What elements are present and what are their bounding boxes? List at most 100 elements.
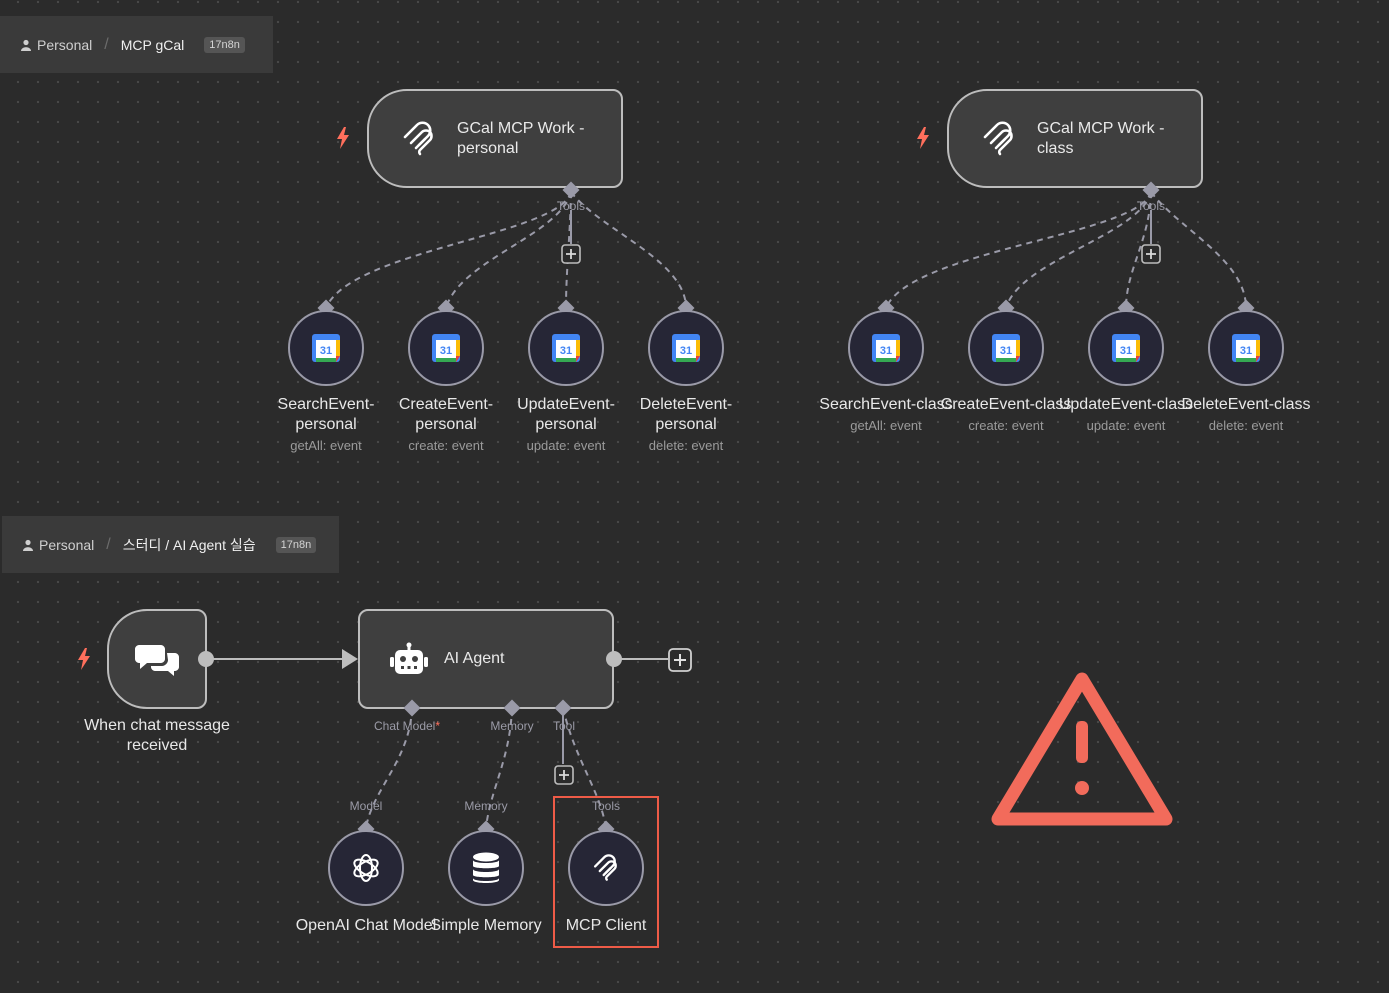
connection-update-personal: [565, 191, 572, 309]
mcp-logo-icon: [403, 120, 433, 155]
instance-badge: 17n8n: [275, 536, 317, 553]
connection-tool: [562, 707, 607, 829]
calendar-day-text: 31: [1240, 345, 1252, 357]
breadcrumb-separator: /: [104, 35, 109, 53]
node-subtitle: delete: event: [648, 438, 724, 453]
breadcrumb-separator: /: [106, 535, 111, 553]
output-port[interactable]: [197, 650, 215, 668]
workflow-name[interactable]: MCP gCal: [120, 36, 185, 53]
port-label-chat-model: Chat Model*: [373, 719, 441, 733]
node-subtitle: create: event: [968, 418, 1044, 433]
node-subtitle: create: event: [408, 438, 484, 453]
instance-badge: 17n8n: [204, 36, 245, 53]
google-calendar-tool-node[interactable]: 31: [1208, 310, 1284, 386]
port-label-memory-input: Memory: [464, 799, 508, 813]
google-calendar-icon: 31: [992, 334, 1020, 362]
workflow-name[interactable]: 스터디 / AI Agent 실습: [122, 536, 256, 553]
google-calendar-tool-node[interactable]: 31: [648, 310, 724, 386]
google-calendar-icon: 31: [672, 334, 700, 362]
warning-triangle-icon: [991, 672, 1173, 826]
google-calendar-icon: 31: [432, 334, 460, 362]
google-calendar-icon: 31: [552, 334, 580, 362]
google-calendar-tool-node[interactable]: 31: [848, 310, 924, 386]
port-label-tool: Tool: [552, 719, 576, 733]
calendar-day-text: 31: [1000, 345, 1012, 357]
ai-agent-node[interactable]: AI Agent: [358, 609, 614, 709]
calendar-day-text: 31: [1120, 345, 1132, 357]
mcp-trigger-personal-node[interactable]: GCal MCP Work - personal: [367, 89, 623, 188]
node-title: AI Agent: [444, 650, 505, 667]
breadcrumb-project-link[interactable]: Personal: [22, 537, 94, 553]
node-title: GCal MCP Work - class: [1037, 119, 1165, 157]
memory-port[interactable]: [503, 699, 521, 717]
lightning-bolt-icon: [337, 127, 349, 149]
breadcrumb-project: Personal: [37, 36, 93, 53]
output-port[interactable]: [605, 650, 623, 668]
connection-create-class: [1005, 191, 1152, 309]
node-subtitle: update: event: [1086, 418, 1166, 433]
mcp-logo-icon: [983, 120, 1013, 155]
add-tool-personal-button[interactable]: [561, 244, 581, 264]
google-calendar-icon: 31: [1112, 334, 1140, 362]
tools-output-port[interactable]: [562, 181, 580, 199]
port-label-memory: Memory: [490, 719, 534, 733]
google-calendar-tool-node[interactable]: 31: [1088, 310, 1164, 386]
calendar-day-text: 31: [680, 345, 692, 357]
google-calendar-tool-node[interactable]: 31: [528, 310, 604, 386]
tools-output-port[interactable]: [1142, 181, 1160, 199]
openai-chat-model-node[interactable]: [328, 830, 404, 906]
node-label: OpenAI Chat Model: [295, 917, 437, 934]
calendar-day-text: 31: [880, 345, 892, 357]
lightning-bolt-icon: [917, 127, 929, 149]
port-label-tools: Tools: [1136, 199, 1166, 213]
google-calendar-tool-node[interactable]: 31: [408, 310, 484, 386]
robot-icon: [390, 642, 428, 674]
chat-model-port[interactable]: [403, 699, 421, 717]
node-label: CreateEvent- personal: [398, 396, 494, 433]
connection-delete-personal: [570, 191, 687, 309]
chat-bubbles-icon: [135, 645, 179, 676]
lightning-bolt-icon: [78, 648, 90, 670]
google-calendar-tool-node[interactable]: 31: [968, 310, 1044, 386]
calendar-day-text: 31: [560, 345, 572, 357]
node-label: DeleteEvent-class: [1181, 396, 1311, 413]
add-tool-class-button[interactable]: [1141, 244, 1161, 264]
connection-delete-class: [1150, 191, 1247, 309]
simple-memory-node[interactable]: [448, 830, 524, 906]
add-tool-button[interactable]: [554, 765, 574, 785]
google-calendar-icon: 31: [312, 334, 340, 362]
add-next-node-button[interactable]: [668, 648, 692, 672]
node-subtitle: update: event: [526, 438, 606, 453]
breadcrumb-mcp-gcal: Personal / MCP gCal 17n8n: [0, 16, 273, 73]
google-calendar-icon: 31: [1232, 334, 1260, 362]
node-label: UpdateEvent- personal: [517, 396, 615, 433]
node-label: DeleteEvent- personal: [639, 396, 733, 433]
mcp-logo-icon: [593, 854, 617, 881]
database-icon: [473, 852, 499, 883]
chat-trigger-node[interactable]: [107, 609, 207, 709]
connection-memory: [485, 707, 513, 829]
mcp-client-node[interactable]: [568, 830, 644, 906]
breadcrumb-ai-agent: Personal / 스터디 / AI Agent 실습 17n8n: [2, 516, 339, 573]
port-label-model: Model: [349, 799, 383, 813]
port-label-tools: Tools: [556, 199, 586, 213]
mcp-trigger-class-node[interactable]: GCal MCP Work - class: [947, 89, 1203, 188]
google-calendar-tool-node[interactable]: 31: [288, 310, 364, 386]
connection-create-personal: [445, 191, 572, 309]
node-title: GCal MCP Work - personal: [457, 119, 585, 157]
node-label: CreateEvent-class: [940, 396, 1072, 413]
node-subtitle: getAll: event: [290, 438, 362, 453]
google-calendar-icon: 31: [872, 334, 900, 362]
connection-search-class: [885, 191, 1152, 309]
breadcrumb-project-link[interactable]: Personal: [20, 37, 92, 53]
port-label-tools: Tools: [591, 799, 621, 813]
tool-port[interactable]: [554, 699, 572, 717]
node-label: UpdateEvent-class: [1058, 396, 1194, 413]
connection-update-class: [1125, 191, 1152, 309]
node-subtitle: getAll: event: [850, 418, 922, 433]
openai-logo-icon: [353, 854, 379, 882]
node-label: SearchEvent-class: [819, 396, 953, 413]
connection-search-personal: [325, 191, 572, 309]
user-icon: [21, 39, 31, 51]
